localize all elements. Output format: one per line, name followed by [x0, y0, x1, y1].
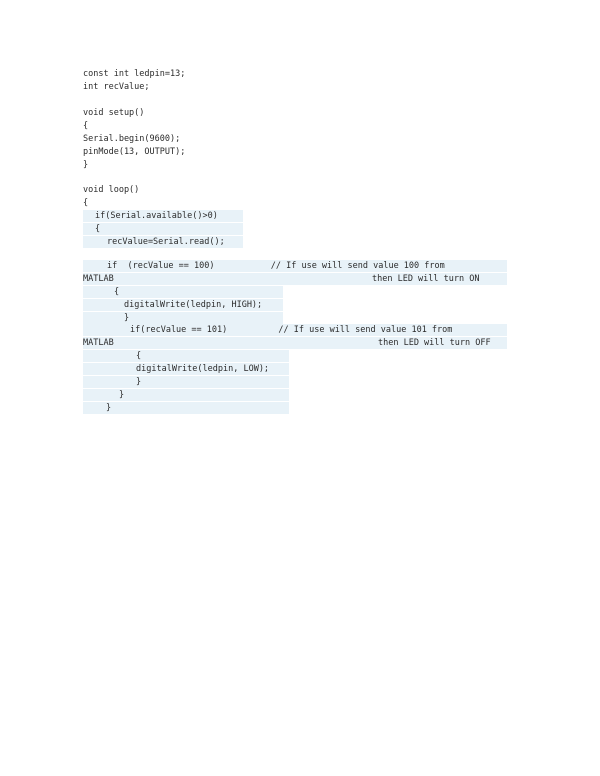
code-line-16: { [83, 286, 283, 298]
code-line-12: recValue=Serial.read(); [83, 236, 243, 248]
code-line-15: then LED will turn ON [372, 274, 480, 284]
code-line-7: } [83, 160, 89, 170]
code-line-22: { [83, 350, 289, 362]
code-line-21: then LED will turn OFF [378, 338, 491, 348]
code-line-8: void loop() [83, 185, 140, 195]
code-line-26: } [83, 402, 289, 414]
code-line-9: { [83, 198, 89, 208]
code-line-25: } [83, 389, 289, 401]
code-line-3: void setup() [83, 108, 145, 118]
code-line-23: digitalWrite(ledpin, LOW); [83, 363, 289, 375]
code-line-10: if(Serial.available()>0) [83, 210, 243, 222]
code-line-18: } [83, 312, 283, 324]
code-line-1: const int ledpin=13; [83, 69, 186, 79]
code-line-20: MATLAB [83, 337, 507, 349]
code-line-5: Serial.begin(9600); [83, 134, 181, 144]
code-line-19: if(recValue == 101) // If use will send … [83, 324, 507, 336]
code-line-14: MATLAB [83, 273, 507, 285]
code-line-4: { [83, 121, 89, 131]
code-line-2: int recValue; [83, 82, 150, 92]
code-line-24: } [83, 376, 289, 388]
code-line-13: if (recValue == 100) // If use will send… [83, 260, 507, 272]
code-line-11: { [83, 223, 243, 235]
code-line-17: digitalWrite(ledpin, HIGH); [83, 299, 283, 311]
code-line-6: pinMode(13, OUTPUT); [83, 147, 186, 157]
